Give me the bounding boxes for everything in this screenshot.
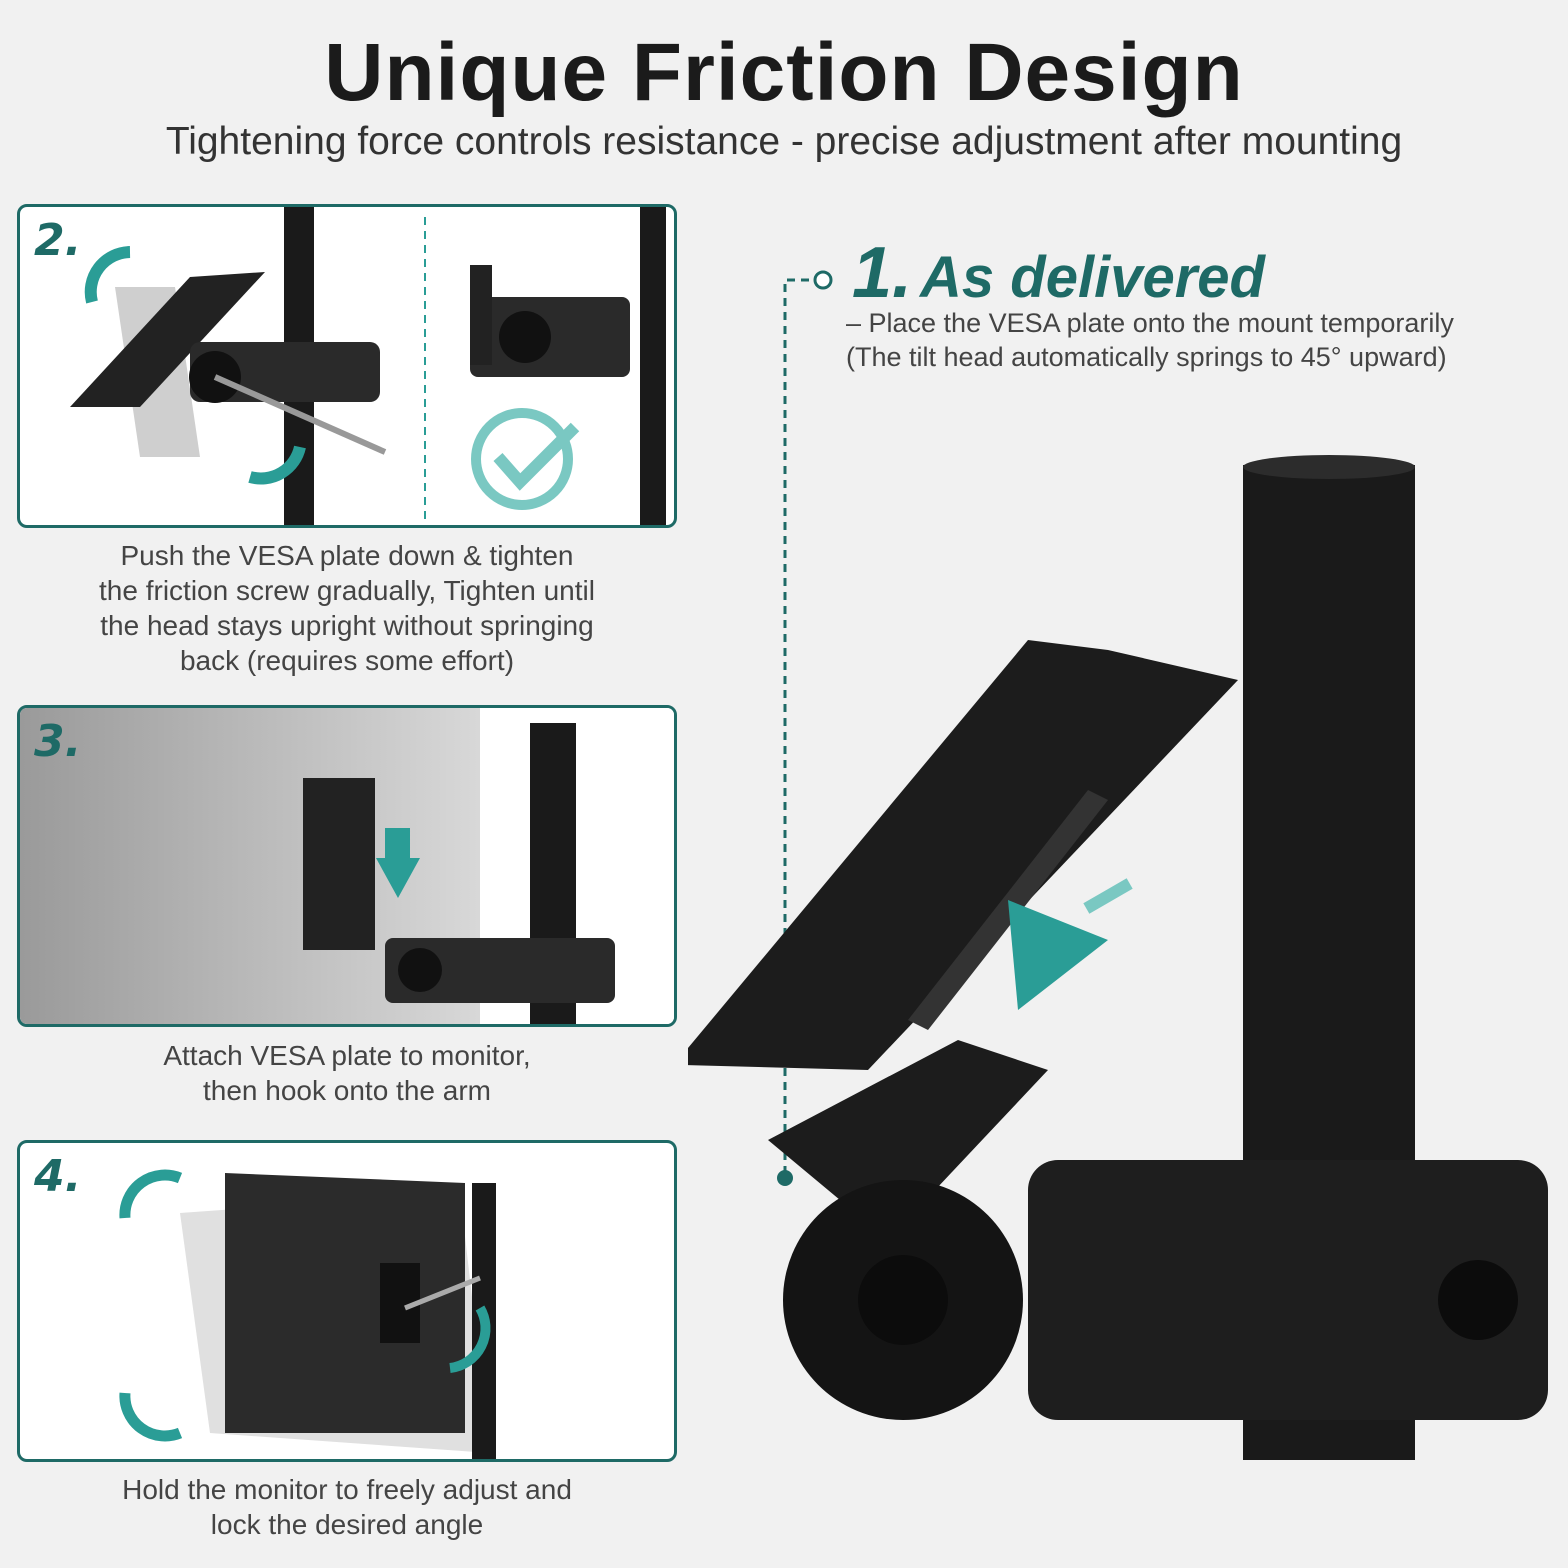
step4-illustration bbox=[119, 1169, 496, 1459]
step4-caption: Hold the monitor to freely adjust and lo… bbox=[17, 1472, 677, 1542]
step2-caption: Push the VESA plate down & tighten the f… bbox=[17, 538, 677, 678]
step4-number: 4. bbox=[34, 1151, 82, 1202]
page-subtitle: Tightening force controls resistance - p… bbox=[165, 120, 1403, 163]
step1-number: 1. bbox=[852, 233, 913, 313]
step3-caption: Attach VESA plate to monitor, then hook … bbox=[17, 1038, 677, 1108]
rotate-arrow-icon bbox=[119, 1169, 491, 1442]
down-arrow-icon bbox=[376, 828, 420, 898]
checkmark-circle-icon bbox=[471, 408, 580, 510]
step3-number: 3. bbox=[34, 716, 82, 767]
page-title: Unique Friction Design bbox=[324, 27, 1244, 118]
step1-description-line1: – Place the VESA plate onto the mount te… bbox=[846, 308, 1454, 338]
step4-panel: 4. bbox=[17, 1140, 677, 1462]
step2-caption-line: the friction screw gradually, Tighten un… bbox=[99, 575, 595, 606]
step4-caption-line: Hold the monitor to freely adjust and bbox=[122, 1474, 572, 1505]
main-mount-illustration bbox=[688, 270, 1548, 1460]
step1-title: As delivered bbox=[920, 245, 1265, 310]
step2-panel: 2. bbox=[17, 204, 677, 528]
step3-panel: 3. bbox=[17, 705, 677, 1027]
step2-caption-line: the head stays upright without springing bbox=[100, 610, 594, 641]
step1-heading: 1.As delivered bbox=[852, 232, 1265, 314]
step1-description-line2: (The tilt head automatically springs to … bbox=[846, 342, 1447, 372]
step2-caption-line: back (requires some effort) bbox=[179, 645, 515, 676]
step2-number: 2. bbox=[34, 215, 82, 266]
step3-caption-line: Attach VESA plate to monitor, bbox=[163, 1040, 531, 1071]
step3-caption-line: then hook onto the arm bbox=[203, 1075, 491, 1106]
step2-caption-line: Push the VESA plate down & tighten bbox=[120, 540, 574, 571]
step4-caption-line: lock the desired angle bbox=[210, 1509, 484, 1540]
step3-illustration bbox=[20, 708, 674, 1024]
rotate-arrow-icon bbox=[84, 246, 306, 485]
step2-illustration bbox=[70, 207, 666, 525]
